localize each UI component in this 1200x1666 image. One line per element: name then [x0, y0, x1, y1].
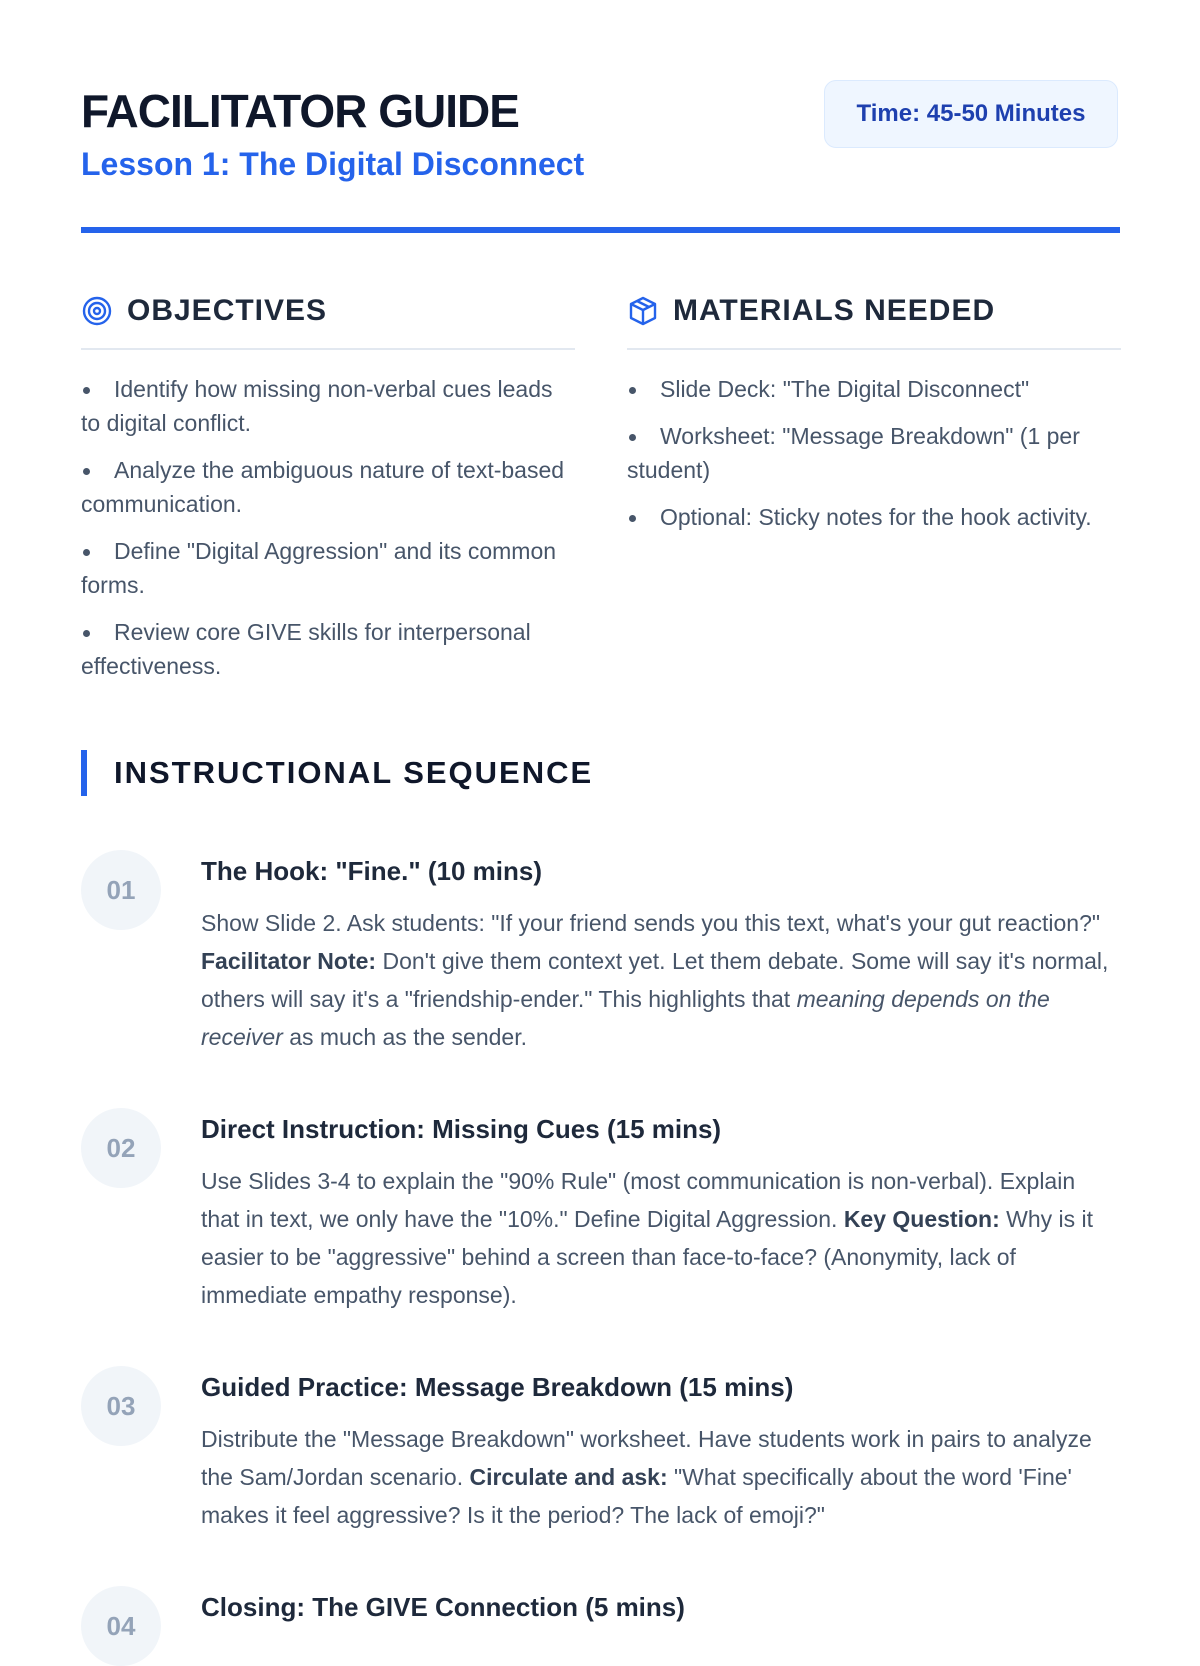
materials-heading: MATERIALS NEEDED: [673, 294, 996, 327]
step-body: Show Slide 2. Ask students: "If your fri…: [201, 904, 1116, 1056]
objectives-heading: OBJECTIVES: [127, 294, 328, 327]
page-title: FACILITATOR GUIDE: [81, 85, 520, 137]
step-number: 03: [81, 1366, 161, 1446]
italic-text: meaning depends on the receiver: [201, 986, 1050, 1050]
step-number: 04: [81, 1586, 161, 1666]
step-number: 01: [81, 850, 161, 930]
body-text: as much as the sender.: [282, 1024, 528, 1050]
bold-text: Facilitator Note:: [201, 948, 377, 974]
list-item: Worksheet: "Message Breakdown" (1 per st…: [627, 419, 1121, 487]
bold-text: Key Question:: [843, 1206, 1000, 1232]
body-text: Show Slide 2. Ask students: "If your fri…: [201, 910, 1101, 936]
body-text: "What specifically about the word 'Fine'…: [201, 1464, 1072, 1528]
list-item: Identify how missing non-verbal cues lea…: [81, 372, 575, 440]
step-body: Distribute the "Message Breakdown" works…: [201, 1420, 1116, 1534]
body-text: Why is it easier to be "aggressive" behi…: [201, 1206, 1094, 1308]
box-icon: [629, 296, 657, 326]
step-title: The Hook: "Fine." (10 mins): [201, 856, 543, 886]
body-text: Distribute the "Message Breakdown" works…: [201, 1426, 1092, 1490]
body-text: Use Slides 3-4 to explain the "90% Rule"…: [201, 1168, 1076, 1232]
step-number: 02: [81, 1108, 161, 1188]
list-item: Define "Digital Aggression" and its comm…: [81, 534, 575, 602]
list-item: Analyze the ambiguous nature of text-bas…: [81, 453, 575, 521]
step-title: Direct Instruction: Missing Cues (15 min…: [201, 1114, 722, 1144]
instructional-sequence-heading: INSTRUCTIONAL SEQUENCE: [81, 750, 593, 796]
step-title: Closing: The GIVE Connection (5 mins): [201, 1592, 685, 1622]
objectives-list: Identify how missing non-verbal cues lea…: [81, 372, 575, 683]
list-item: Review core GIVE skills for interpersona…: [81, 615, 575, 683]
materials-list: Slide Deck: "The Digital Disconnect" Wor…: [627, 372, 1121, 534]
materials-section: MATERIALS NEEDED Slide Deck: "The Digita…: [627, 290, 1121, 547]
body-text: Don't give them context yet. Let them de…: [201, 948, 1109, 1012]
time-badge: Time: 45-50 Minutes: [824, 80, 1118, 148]
objectives-section: OBJECTIVES Identify how missing non-verb…: [81, 290, 575, 696]
step-body: Use Slides 3-4 to explain the "90% Rule"…: [201, 1162, 1116, 1314]
list-item: Optional: Sticky notes for the hook acti…: [627, 500, 1121, 534]
bold-text: Circulate and ask:: [469, 1464, 668, 1490]
list-item: Slide Deck: "The Digital Disconnect": [627, 372, 1121, 406]
lesson-subtitle: Lesson 1: The Digital Disconnect: [81, 146, 585, 182]
step-title: Guided Practice: Message Breakdown (15 m…: [201, 1372, 794, 1402]
target-icon: [82, 296, 112, 326]
header-divider: [81, 227, 1120, 233]
